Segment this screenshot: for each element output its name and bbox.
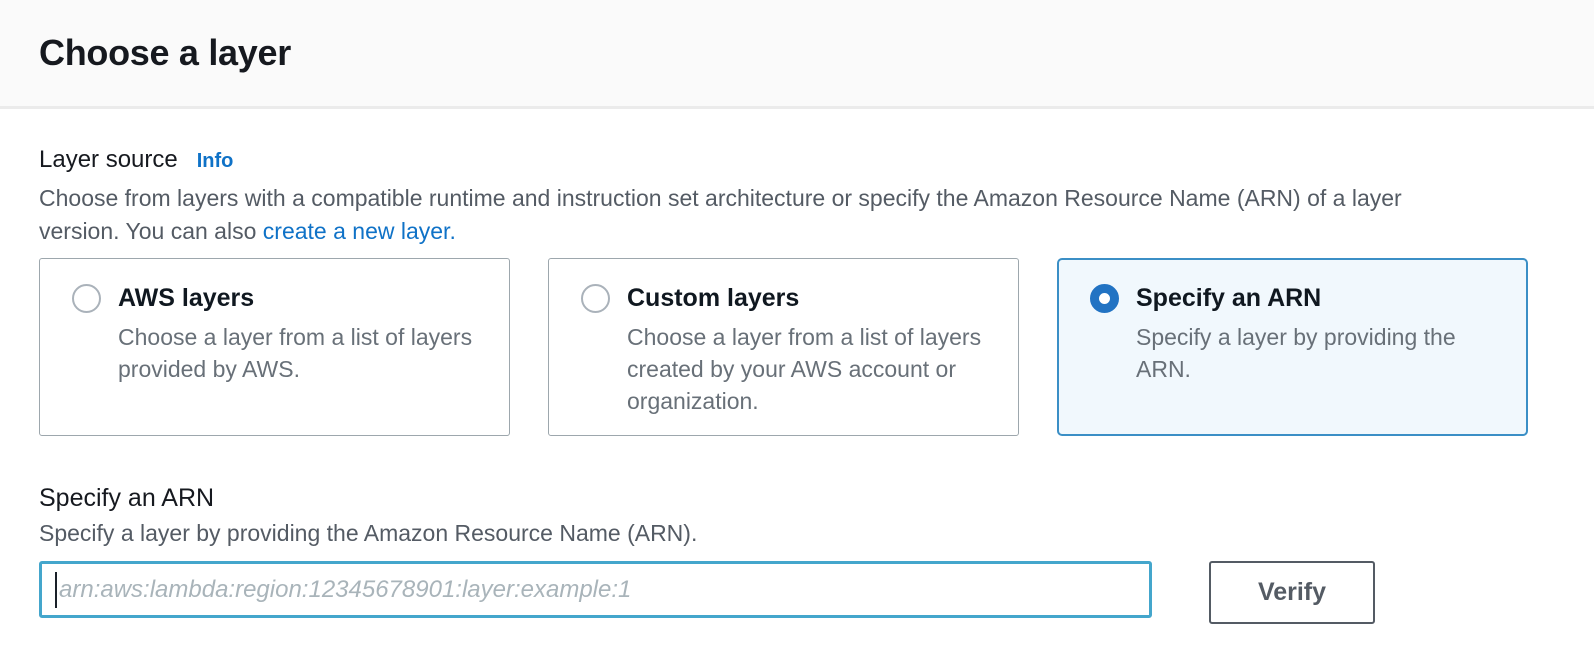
specify-arn-title: Specify an ARN — [1136, 284, 1322, 312]
option-aws-layers-head: AWS layers — [72, 284, 481, 313]
specify-arn-radio-icon[interactable] — [1090, 284, 1119, 313]
panel-body: Layer source Info Choose from layers wit… — [0, 146, 1594, 624]
custom-layers-description: Choose a layer from a list of layers cre… — [627, 324, 982, 414]
layer-source-label-row: Layer source Info — [39, 146, 1555, 174]
verify-button[interactable]: Verify — [1209, 561, 1375, 624]
option-custom-layers-head: Custom layers — [581, 284, 990, 313]
layer-source-label: Layer source — [39, 146, 178, 173]
custom-layers-title: Custom layers — [627, 284, 800, 312]
option-aws-layers[interactable]: AWS layers Choose a layer from a list of… — [39, 258, 510, 436]
description-line-2: version. You can also create a new layer… — [39, 215, 1555, 248]
specify-arn-section-description: Specify a layer by providing the Amazon … — [39, 520, 698, 546]
specify-arn-description: Specify a layer by providing the ARN. — [1136, 324, 1456, 382]
layer-source-options: AWS layers Choose a layer from a list of… — [39, 258, 1555, 436]
page-title: Choose a layer — [39, 32, 291, 73]
create-new-layer-link[interactable]: create a new layer. — [262, 218, 456, 244]
specify-arn-section-title: Specify an ARN — [39, 484, 215, 512]
option-custom-layers[interactable]: Custom layers Choose a layer from a list… — [548, 258, 1019, 436]
aws-layers-radio-icon[interactable] — [72, 284, 101, 313]
arn-input[interactable] — [57, 564, 1149, 615]
option-specify-arn[interactable]: Specify an ARN Specify a layer by provid… — [1057, 258, 1528, 436]
panel-header: Choose a layer — [0, 0, 1594, 109]
aws-layers-description: Choose a layer from a list of layers pro… — [118, 324, 473, 382]
description-line-1: Choose from layers with a compatible run… — [39, 185, 1402, 211]
option-specify-arn-head: Specify an ARN — [1090, 284, 1499, 313]
description-line-2-text: version. You can also — [39, 218, 263, 244]
info-link[interactable]: Info — [196, 150, 234, 172]
text-cursor — [55, 571, 57, 608]
arn-input-row: Verify — [39, 561, 1555, 624]
aws-layers-title: AWS layers — [118, 284, 255, 312]
arn-input-wrapper[interactable] — [39, 561, 1152, 618]
layer-source-description: Choose from layers with a compatible run… — [39, 182, 1555, 248]
custom-layers-radio-icon[interactable] — [581, 284, 610, 313]
